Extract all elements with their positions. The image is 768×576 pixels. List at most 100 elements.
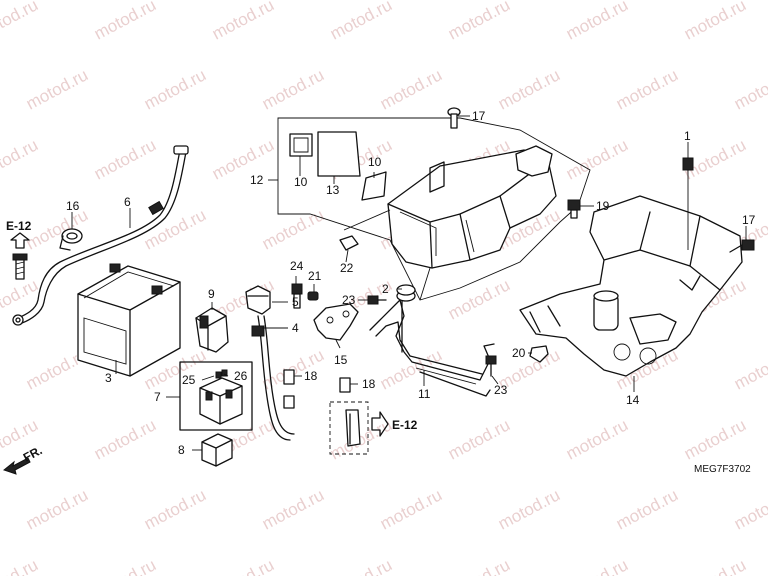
callout-19[interactable]: 19 [596, 199, 610, 213]
watermark-text: motod.ru [209, 555, 277, 576]
callout-6[interactable]: 6 [124, 195, 131, 209]
watermark-text: motod.ru [681, 0, 749, 44]
watermark-text: motod.ru [445, 415, 513, 463]
bracket-part-15[interactable] [313, 303, 359, 341]
watermark-text: motod.ru [141, 65, 209, 113]
callout-18-right[interactable]: 18 [362, 377, 376, 391]
watermark-text: motod.ru [327, 415, 395, 463]
section-ref-right[interactable]: E-12 [371, 411, 418, 437]
watermark-text: motod.ru [259, 205, 327, 253]
relay-part-8[interactable] [201, 433, 233, 467]
callout-20[interactable]: 20 [512, 346, 526, 360]
sheet-part-13[interactable] [317, 131, 361, 177]
watermark-text: motod.ru [91, 135, 159, 183]
callout-1[interactable]: 1 [684, 129, 691, 143]
watermark-text: motod.ru [91, 555, 159, 576]
battery-part-3[interactable] [77, 263, 181, 377]
watermark-text: motod.ru [613, 485, 681, 533]
callout-26[interactable]: 26 [234, 369, 248, 383]
callout-22[interactable]: 22 [340, 261, 354, 275]
callout-17-right[interactable]: 17 [742, 213, 756, 227]
bolt-part-24[interactable] [291, 283, 303, 309]
grommet-part-2[interactable] [396, 284, 416, 302]
watermark-text: motod.ru [0, 0, 41, 44]
watermark-text: motod.ru [563, 415, 631, 463]
battery-box-assembly-frame [277, 117, 591, 301]
watermark-text: motod.ru [613, 65, 681, 113]
watermark-text: motod.ru [731, 485, 768, 533]
bolt-part-18-right[interactable] [339, 377, 351, 393]
nut-part-21[interactable] [307, 291, 319, 301]
callout-16[interactable]: 16 [66, 199, 80, 213]
terminal-bolt[interactable] [12, 253, 28, 280]
watermark-text: motod.ru [563, 0, 631, 44]
callout-7[interactable]: 7 [154, 390, 161, 404]
callout-labels: 1 2 3 4 5 6 7 8 9 10 10 11 12 13 14 15 1… [66, 109, 756, 457]
watermark-text: motod.ru [23, 205, 91, 253]
watermark-text: motod.ru [91, 0, 159, 44]
watermark-text: motod.ru [259, 65, 327, 113]
watermark-text: motod.ru [209, 135, 277, 183]
watermark-text: motod.ru [23, 65, 91, 113]
watermark-text: motod.ru [495, 485, 563, 533]
bolt-part-19[interactable] [567, 199, 581, 219]
watermark-text: motod.ru [563, 555, 631, 576]
pad-part-10-left[interactable] [289, 133, 313, 157]
callout-23-upper[interactable]: 23 [342, 293, 356, 307]
terminal-cover-part-5[interactable] [245, 285, 271, 315]
callout-14[interactable]: 14 [626, 393, 640, 407]
callout-18-left[interactable]: 18 [304, 369, 318, 383]
callout-11[interactable]: 11 [418, 387, 431, 401]
callout-15[interactable]: 15 [334, 353, 348, 367]
bolt-part-18-left[interactable] [283, 369, 295, 385]
relay-assembly-part-7[interactable] [179, 361, 253, 431]
bolt-part-17-top[interactable] [447, 107, 461, 129]
watermark-text: motod.ru [445, 0, 513, 44]
watermark-text: motod.ru [327, 0, 395, 44]
battery-box-part-11[interactable] [387, 145, 557, 269]
negative-cable-part-4[interactable] [251, 315, 295, 441]
bolt-part-23-lower[interactable] [485, 355, 497, 377]
positive-cable-part-6[interactable] [12, 145, 189, 326]
watermark-text: motod.ru [681, 555, 749, 576]
watermark-text: motod.ru [23, 485, 91, 533]
terminal-cover-part-9[interactable] [195, 307, 229, 353]
callout-10-left[interactable]: 10 [294, 175, 308, 189]
callout-13[interactable]: 13 [326, 183, 340, 197]
fuse-holder[interactable] [345, 409, 361, 447]
callout-23-lower[interactable]: 23 [494, 383, 508, 397]
callout-10-right[interactable]: 10 [368, 155, 382, 169]
nut-part-1[interactable] [682, 157, 694, 171]
watermark-text: motod.ru [377, 345, 445, 393]
clip-part-22[interactable] [339, 235, 359, 251]
callout-12[interactable]: 12 [250, 173, 264, 187]
callout-2[interactable]: 2 [382, 282, 389, 296]
watermark-text: motod.ru [563, 135, 631, 183]
clip-part-20[interactable] [529, 345, 549, 363]
callout-3[interactable]: 3 [105, 371, 112, 385]
callout-25[interactable]: 25 [182, 373, 196, 387]
svg-text:E-12: E-12 [392, 418, 418, 432]
watermark-text: motod.ru [377, 485, 445, 533]
battery-holder-stay[interactable] [369, 299, 495, 397]
watermark-text: motod.ru [91, 415, 159, 463]
cable-clamp-part-16[interactable] [59, 228, 83, 251]
callout-9[interactable]: 9 [208, 287, 215, 301]
diagram-code: MEG7F3702 [694, 464, 751, 475]
bolt-part-17-right[interactable] [729, 239, 755, 253]
watermark-text: motod.ru [327, 555, 395, 576]
section-ref-left[interactable]: E-12 [6, 219, 32, 249]
callout-21[interactable]: 21 [308, 269, 322, 283]
rear-fender-part-14[interactable] [519, 195, 743, 377]
callout-4[interactable]: 4 [292, 321, 299, 335]
watermark-text: motod.ru [731, 345, 768, 393]
callout-8[interactable]: 8 [178, 443, 185, 457]
pad-part-10-right[interactable] [361, 171, 387, 201]
callout-24[interactable]: 24 [290, 259, 304, 273]
callout-17-top[interactable]: 17 [472, 109, 486, 123]
watermark-text: motod.ru [445, 555, 513, 576]
callout-5[interactable]: 5 [292, 295, 299, 309]
watermark-text: motod.ru [209, 0, 277, 44]
